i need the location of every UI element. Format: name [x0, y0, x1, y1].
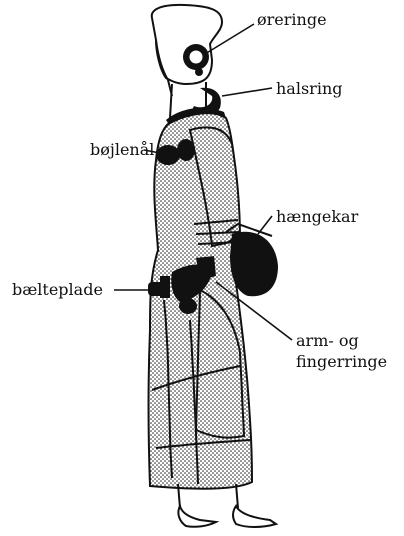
label-bojlenal: bøjlenål — [90, 140, 154, 160]
label-halsring: halsring — [276, 79, 342, 99]
leader-halsring — [222, 88, 272, 96]
label-baelteplade: bælteplade — [12, 280, 103, 300]
cap — [152, 5, 222, 84]
label-oreringe: øreringe — [257, 10, 327, 30]
hand — [179, 298, 197, 314]
label-arm-line2: fingerringe — [296, 352, 387, 372]
label-haengekar: hængekar — [276, 207, 358, 227]
label-arm-line1: arm- og — [296, 331, 359, 351]
leader-haengekar — [258, 216, 272, 234]
feet — [178, 506, 276, 527]
